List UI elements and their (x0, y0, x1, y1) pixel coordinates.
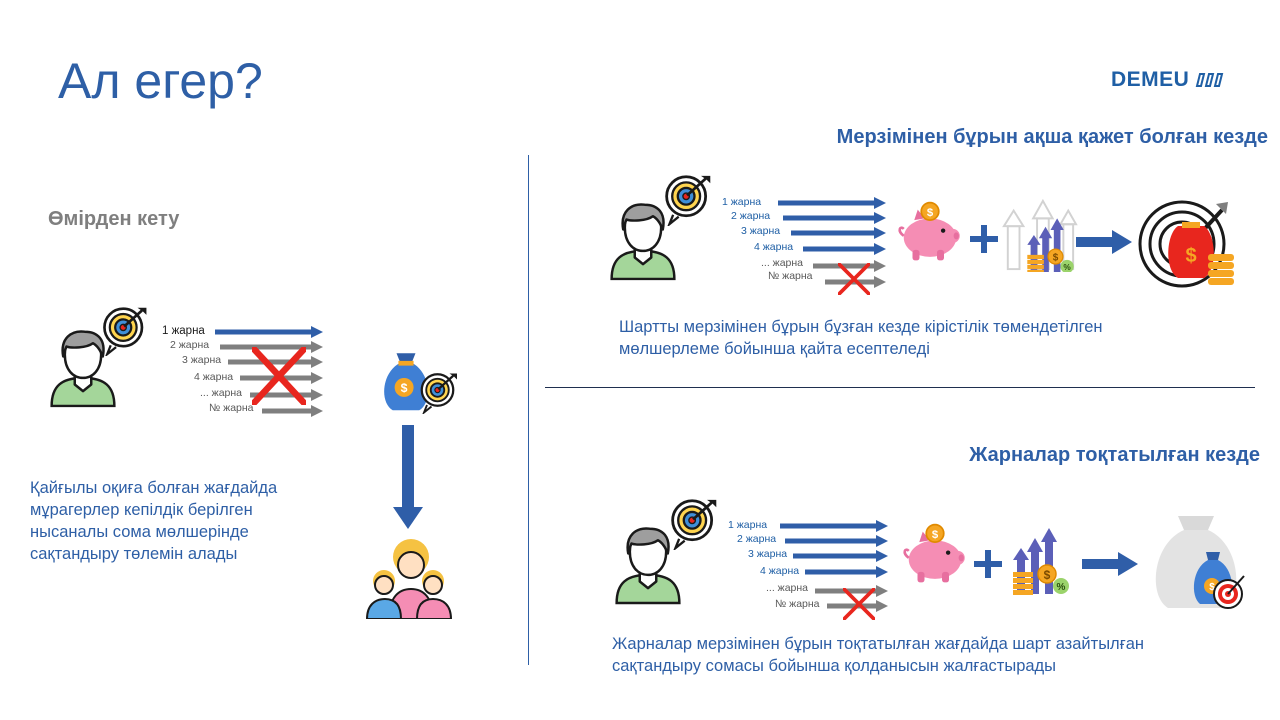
arrow-icon (228, 356, 323, 368)
horizontal-divider (545, 387, 1255, 388)
arrow-icon (785, 535, 888, 547)
target-icon (420, 372, 459, 414)
contribution-label: 4 жарна (194, 371, 234, 383)
contribution-label: 2 жарна (170, 339, 210, 351)
arrow-icon (791, 227, 886, 239)
piggy-bank-icon (898, 201, 962, 262)
vertical-divider (528, 155, 529, 665)
arrow-icon (778, 197, 886, 209)
logo-text: DEMEU (1111, 68, 1190, 91)
plus-icon (974, 550, 1002, 578)
logo: DEMEU (1111, 68, 1224, 92)
arrow-icon (220, 341, 323, 353)
contribution-label: ... жарна (761, 257, 804, 269)
contribution-label: № жарна (768, 270, 813, 282)
contribution-label: 1 жарна (162, 325, 205, 337)
piggy-bank-icon (903, 523, 967, 584)
arrow-icon (827, 600, 888, 612)
arrow-icon (1082, 552, 1138, 576)
growth-coins-icon (1012, 528, 1070, 596)
contribution-label: 2 жарна (737, 533, 777, 545)
contribution-label: 4 жарна (754, 241, 794, 253)
arrow-icon (793, 550, 888, 562)
target-icon (103, 306, 148, 356)
early-termination-description: Шартты мерзімінен бұрын бұзған кезде кір… (619, 318, 1103, 358)
family-icon (365, 539, 453, 619)
logo-mark-icon (1196, 73, 1224, 87)
svg-text:$: $ (1185, 245, 1196, 267)
contributions-stopped-description: Жарналар мерзімінен бұрын тоқтатылған жа… (612, 635, 1144, 675)
contribution-label: № жарна (775, 598, 820, 610)
contribution-label: 3 жарна (182, 354, 222, 366)
contribution-label: 1 жарна (722, 196, 762, 208)
arrow-icon (805, 566, 888, 578)
arrow-down-icon (393, 425, 423, 529)
contribution-label: 4 жарна (760, 565, 800, 577)
arrow-icon (783, 212, 886, 224)
death-description: Қайғылы оқиға болған жағдайда мұрагерлер… (30, 479, 278, 563)
target-icon (665, 174, 712, 226)
svg-text:$: $ (1209, 582, 1215, 593)
growth-coins-icon (1002, 198, 1078, 272)
contribution-label: ... жарна (200, 387, 243, 399)
contribution-label: 2 жарна (731, 210, 771, 222)
contribution-label: ... жарна (766, 582, 809, 594)
section-heading-death: Өмірден кету (48, 208, 180, 230)
arrow-icon (780, 520, 888, 532)
arrow-icon (803, 243, 886, 255)
contribution-label: 3 жарна (741, 225, 781, 237)
arrow-icon (215, 326, 323, 338)
contribution-label: № жарна (209, 402, 254, 414)
target-icon (671, 498, 718, 550)
cross-icon (252, 347, 306, 405)
plus-icon (970, 225, 998, 253)
arrow-icon (1076, 230, 1132, 254)
contribution-label: 1 жарна (728, 519, 768, 531)
page-title: Ал егер? (58, 53, 263, 109)
cross-icon (843, 588, 875, 620)
arrow-icon (262, 405, 323, 417)
faded-money-bag-icon: $ (1155, 516, 1245, 609)
target-money-icon: $ (1138, 200, 1234, 288)
section-heading-early-termination: Мерзімінен бұрын ақша қажет болған кезде (836, 126, 1268, 148)
contribution-label: 3 жарна (748, 548, 788, 560)
section-heading-contributions-stopped: Жарналар тоқтатылған кезде (969, 444, 1260, 466)
cross-icon (838, 263, 870, 295)
